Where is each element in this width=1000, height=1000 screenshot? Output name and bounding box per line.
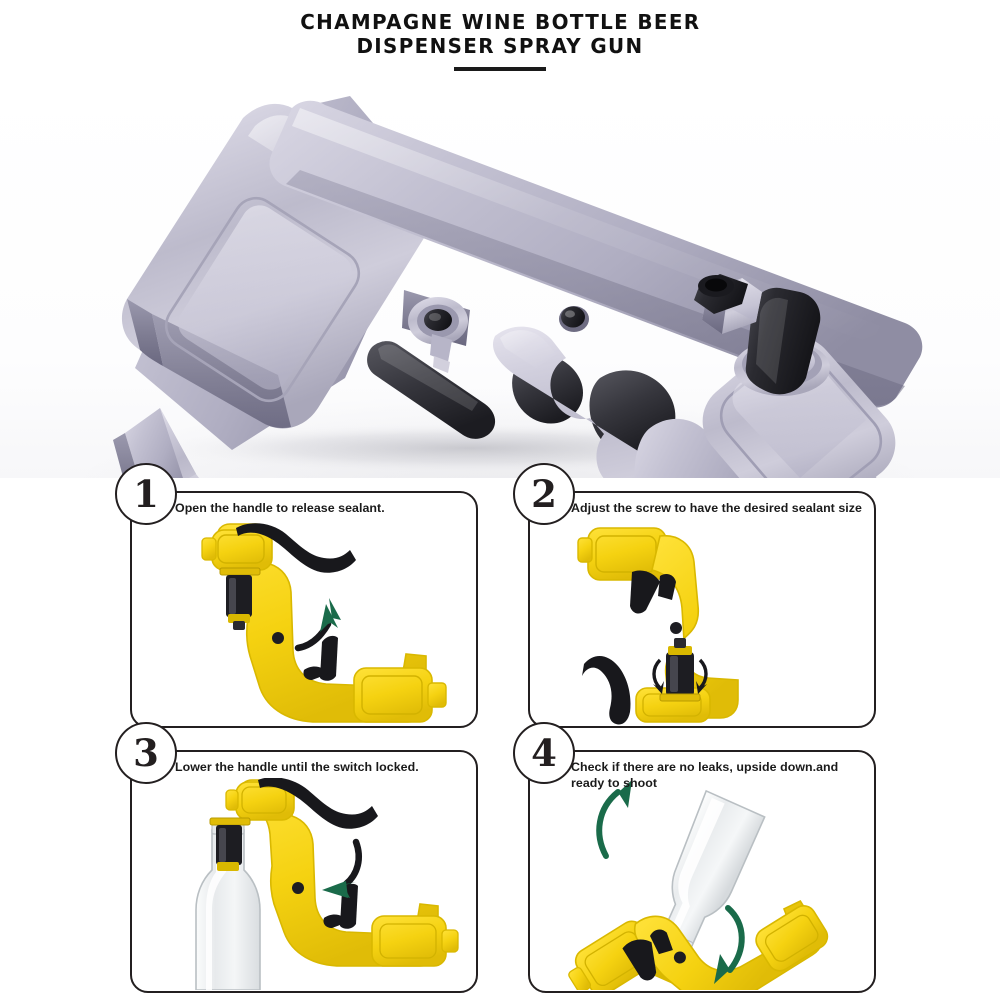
page-title-line-1: CHAMPAGNE WINE BOTTLE BEER bbox=[299, 10, 701, 34]
product-nozzle-stopper bbox=[694, 274, 830, 396]
screw-assembly-2 bbox=[652, 638, 708, 702]
direction-arrow-down-3 bbox=[322, 838, 362, 898]
hero-product-image bbox=[0, 78, 1000, 478]
step-illustration-4 bbox=[568, 780, 829, 990]
step-illustration-1 bbox=[201, 523, 447, 723]
direction-arrow-up-1 bbox=[294, 598, 341, 652]
product-trigger-lever bbox=[367, 341, 496, 439]
step-number-badge-1: 1 bbox=[115, 463, 177, 525]
step-caption-1: Open the handle to release sealant. bbox=[175, 501, 385, 515]
direction-arrows-rotate-4 bbox=[596, 780, 745, 984]
page-title-line-2: DISPENSER SPRAY GUN bbox=[356, 34, 644, 58]
product-pivot-screw bbox=[402, 290, 470, 373]
title-divider bbox=[454, 67, 546, 71]
step-number-badge-4: 4 bbox=[513, 722, 575, 784]
step-illustration-2 bbox=[577, 527, 739, 725]
instruction-steps: 1 Open the handle to release sealant. bbox=[0, 463, 1000, 1000]
step-number-badge-3: 3 bbox=[115, 722, 177, 784]
step-number-badge-2: 2 bbox=[513, 463, 575, 525]
step-caption-4: Check if there are no leaks, upside down… bbox=[571, 760, 839, 790]
step-illustration-3 bbox=[195, 778, 459, 990]
product-illustration-svg bbox=[113, 96, 923, 478]
page-header: CHAMPAGNE WINE BOTTLE BEER DISPENSER SPR… bbox=[0, 0, 1000, 78]
step-caption-2: Adjust the screw to have the desired sea… bbox=[571, 501, 862, 515]
step-caption-3: Lower the handle until the switch locked… bbox=[175, 760, 419, 774]
